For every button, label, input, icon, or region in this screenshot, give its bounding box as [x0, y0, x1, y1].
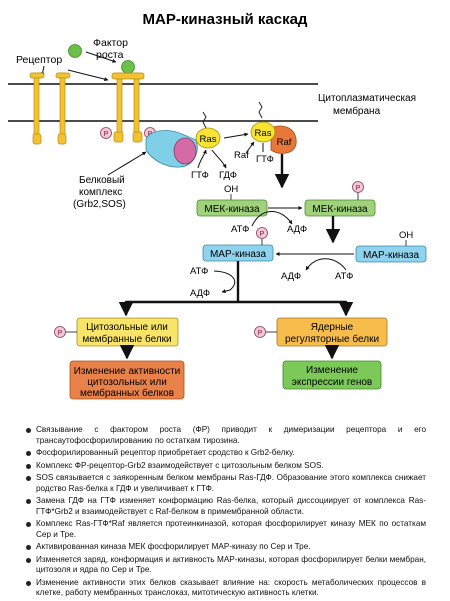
receptor-monomer	[29, 72, 71, 145]
receptor-label: Рецептор	[16, 54, 62, 66]
membrane-label-line2: мембрана	[333, 105, 381, 117]
growth-factor-ligand-free	[68, 44, 82, 58]
atp-label-3: АТФ	[190, 266, 208, 277]
growth-factor-label-line1: Фактор	[93, 37, 128, 49]
receptor-dimer	[111, 72, 145, 143]
cytosolic-outcome-line1: Изменение активности	[74, 366, 181, 377]
mapk-cascade-diagram: МАР-киназный каскад Цитоплазматическая м…	[8, 11, 427, 400]
phospho-marker-cytosolic: P	[54, 326, 66, 338]
explanation-item: Фосфорилированный рецептор приобретает с…	[26, 448, 426, 459]
growth-factor-ligand-bound	[121, 60, 135, 74]
raf-label-bound: Raf	[277, 137, 292, 148]
nuclear-outcome-box	[282, 360, 382, 390]
phospho-marker-mek: P	[352, 181, 364, 193]
explanation-item: Активированная киназа МЕК фосфорилирует …	[26, 542, 426, 553]
atp-label-1: АТФ	[231, 224, 249, 235]
explanation-item: Комплекс ФР-рецептор-Grb2 взаимодействуе…	[26, 461, 426, 472]
explanation-item: Изменяется заряд, конформация и активнос…	[26, 555, 426, 576]
mek-kinase-inactive	[196, 199, 268, 217]
ras-protein-complex: Ras	[195, 111, 221, 149]
complex-label-line2: комплекс	[79, 187, 122, 198]
diagram-title: МАР-киназный каскад	[143, 11, 308, 28]
raf-label-free: Raf	[234, 150, 249, 161]
gdp-label-1: ГДФ	[219, 170, 237, 181]
growth-factor-label-line2: роста	[96, 49, 124, 61]
adp-label-2: АДФ	[281, 271, 301, 282]
svg-text:P: P	[260, 231, 265, 238]
cytosolic-proteins-line1: Цитозольные или	[86, 322, 168, 333]
explanation-item: Связывание с фактором роста (ФР) приводи…	[26, 425, 426, 446]
nuclear-proteins-line1: Ядерные	[311, 322, 354, 333]
cytosolic-outcome-box	[69, 360, 185, 400]
gtp-label-1: ГТФ	[191, 170, 209, 181]
svg-text:P: P	[58, 330, 63, 337]
adp-label-1: АДФ	[287, 224, 307, 235]
explanation-item: SOS связывается с заякоренным белком мем…	[26, 473, 426, 494]
cytosolic-proteins-line2: мембранные белки	[82, 333, 171, 345]
explanation-item: Комплекс Ras-ГТФ*Raf является протеинкин…	[26, 519, 426, 540]
complex-subunit	[173, 137, 197, 165]
explanation-item: Замена ГДФ на ГТФ изменяет конформацию R…	[26, 496, 426, 517]
svg-text:P: P	[356, 185, 361, 192]
svg-text:P: P	[258, 330, 263, 337]
phospho-marker-mapk: P	[256, 227, 268, 239]
explanation-list: Связывание с фактором роста (ФР) приводи…	[26, 425, 426, 601]
atp-label-2: АТФ	[335, 271, 353, 282]
oh-label-1: OH	[224, 184, 238, 195]
explanation-item: Изменение активности этих белков сказыва…	[26, 578, 426, 599]
mek-kinase-active-label: МЕК-киназа	[312, 204, 368, 215]
phospho-marker-receptor-left: P	[100, 127, 112, 139]
nuclear-outcome-line2: экспрессии генов	[292, 377, 372, 388]
map-kinase-inactive-label: МАР-киназа	[363, 250, 420, 261]
ras-label-1: Ras	[200, 134, 217, 145]
svg-text:P: P	[104, 131, 109, 138]
cytosolic-outcome-line2: цитозольных или	[87, 377, 167, 388]
mek-kinase-active	[304, 199, 376, 217]
membrane-label-line1: Цитоплазматическая	[318, 93, 416, 104]
ras-raf-complex: Ras Raf	[250, 101, 297, 154]
map-kinase-inactive	[355, 245, 427, 263]
adp-label-3: АДФ	[190, 288, 210, 299]
cytoplasmic-membrane	[8, 83, 318, 122]
gtp-label-2: ГТФ	[256, 154, 274, 165]
mek-kinase-inactive-label: МЕК-киназа	[204, 204, 260, 215]
complex-label-line3: (Grb2,SOS)	[73, 199, 126, 210]
complex-label-line1: Белковый	[79, 175, 125, 186]
cytosolic-outcome-line3: мембранных белков	[80, 387, 174, 399]
ras-label-2: Ras	[255, 128, 272, 139]
nuclear-proteins-line2: регуляторные белки	[285, 333, 379, 345]
map-kinase-active-label: МАР-киназа	[210, 249, 267, 260]
phospho-marker-nuclear: P	[254, 326, 266, 338]
oh-label-2: OH	[399, 230, 413, 241]
nuclear-outcome-line1: Изменение	[306, 365, 358, 376]
